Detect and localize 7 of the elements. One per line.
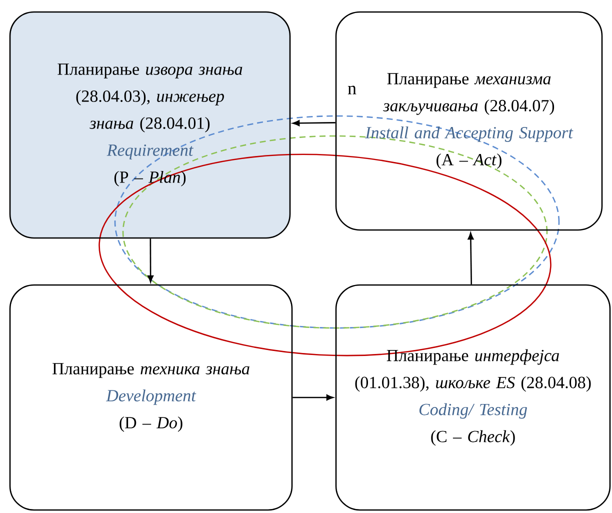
arrow — [468, 232, 474, 284]
arrow — [292, 394, 334, 400]
process-box: Планирање техника знања Development (D – Do) — [9, 284, 293, 511]
arrow — [292, 120, 336, 126]
process-box: Планирање интерфејса (01.01.38), шкољке ES (28.04.08) Coding/ Testing (C – Check) — [335, 284, 611, 511]
note-label: n — [348, 86, 356, 94]
arrow — [148, 238, 154, 282]
